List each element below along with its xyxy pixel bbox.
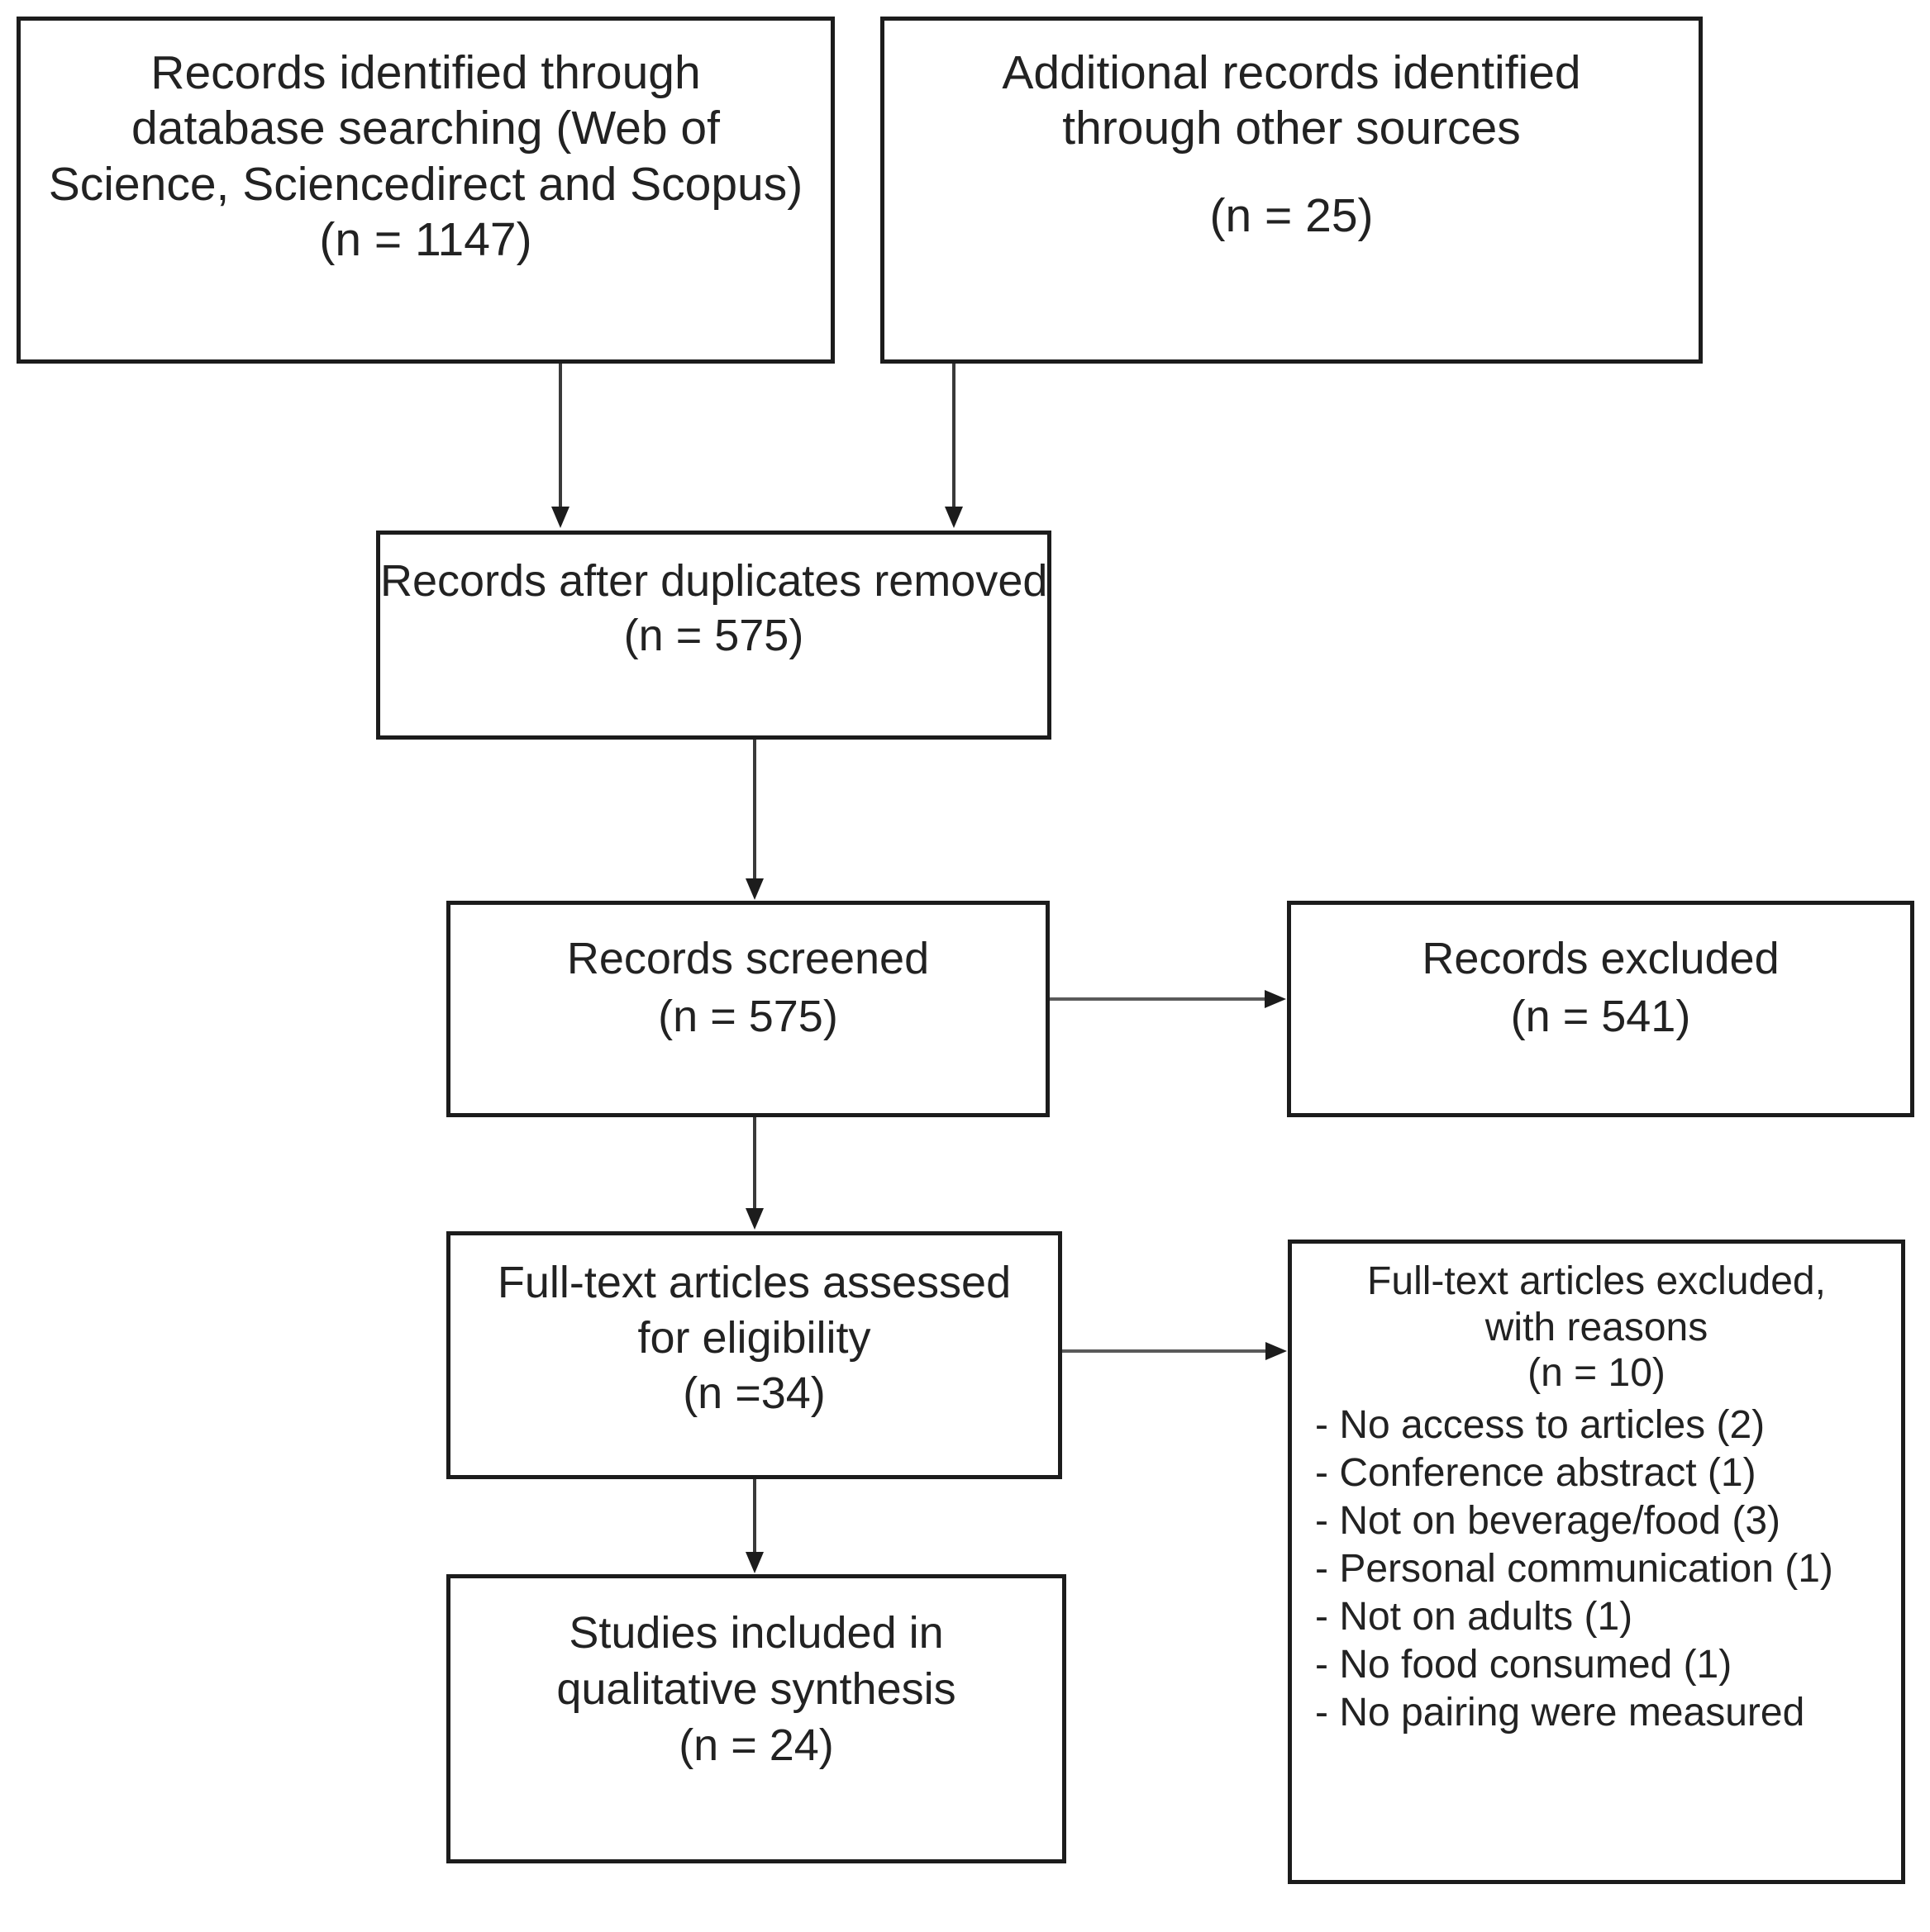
node-additional-records-line2: through other sources [1062, 102, 1521, 155]
arrowhead-fulltext-to-included [746, 1552, 764, 1573]
node-studies-included-count: (n = 24) [679, 1720, 834, 1771]
arrowhead-additional-to-duplicates [945, 507, 963, 528]
node-records-excluded: Records excluded (n = 541) [1287, 901, 1914, 1117]
connector-fulltext-to-reasons [1062, 1349, 1267, 1353]
node-additional-records-line1: Additional records identified [1002, 46, 1581, 99]
node-records-identified-count: (n = 1147) [319, 212, 532, 266]
node-records-identified-line3: Science, Sciencedirect and Scopus) [48, 157, 803, 211]
node-fulltext-excluded-line2: with reasons [1484, 1305, 1708, 1349]
node-additional-records: Additional records identified through ot… [880, 17, 1703, 364]
node-fulltext-assessed-count: (n =34) [683, 1368, 826, 1418]
node-records-identified-line2: database searching (Web of [131, 102, 720, 155]
node-fulltext-excluded-reasons: Full-text articles excluded, with reason… [1288, 1240, 1905, 1884]
arrowhead-screened-to-fulltext [746, 1208, 764, 1230]
exclusion-reason-item: - Not on beverage/food (3) [1315, 1499, 1780, 1544]
node-records-identified-line1: Records identified through [150, 46, 701, 99]
exclusion-reason-item: - Not on adults (1) [1315, 1595, 1633, 1639]
node-records-after-duplicates: Records after duplicates removed (n = 57… [376, 531, 1051, 740]
exclusion-reason-list: - No access to articles (2) - Conference… [1292, 1401, 1901, 1738]
exclusion-reason-item: - No access to articles (2) [1315, 1403, 1766, 1448]
connector-additional-to-duplicates [952, 364, 955, 508]
node-studies-included-line2: qualitative synthesis [556, 1664, 956, 1715]
node-fulltext-excluded-count: (n = 10) [1527, 1351, 1666, 1396]
node-additional-records-count: (n = 25) [1209, 188, 1374, 242]
arrowhead-identified-to-duplicates [551, 507, 569, 528]
connector-screened-to-fulltext [753, 1117, 756, 1210]
node-records-excluded-count: (n = 541) [1510, 992, 1691, 1042]
node-studies-included: Studies included in qualitative synthesi… [446, 1574, 1066, 1863]
node-records-screened-line1: Records screened [566, 934, 930, 983]
node-fulltext-assessed-line1: Full-text articles assessed [497, 1258, 1012, 1307]
node-fulltext-excluded-line1: Full-text articles excluded, [1367, 1259, 1826, 1303]
connector-duplicates-to-screened [753, 740, 756, 880]
arrowhead-screened-to-excluded [1265, 990, 1286, 1008]
connector-fulltext-to-included [753, 1479, 756, 1554]
arrowhead-fulltext-to-reasons [1265, 1342, 1287, 1360]
node-records-excluded-line1: Records excluded [1422, 934, 1780, 983]
node-records-screened: Records screened (n = 575) [446, 901, 1050, 1117]
node-records-after-duplicates-line1: Records after duplicates removed [380, 556, 1048, 606]
node-studies-included-line1: Studies included in [569, 1608, 944, 1658]
exclusion-reason-item: - No food consumed (1) [1315, 1643, 1732, 1687]
node-records-screened-count: (n = 575) [658, 992, 838, 1042]
connector-screened-to-excluded [1050, 997, 1266, 1001]
connector-identified-to-duplicates [559, 364, 562, 508]
exclusion-reason-item: - Conference abstract (1) [1315, 1451, 1756, 1496]
exclusion-reason-item: - No pairing were measured [1315, 1691, 1805, 1735]
node-fulltext-assessed-line2: for eligibility [637, 1312, 871, 1363]
node-fulltext-assessed: Full-text articles assessed for eligibil… [446, 1231, 1062, 1479]
node-records-identified: Records identified through database sear… [17, 17, 835, 364]
arrowhead-duplicates-to-screened [746, 878, 764, 900]
node-records-after-duplicates-count: (n = 575) [623, 610, 804, 660]
exclusion-reason-item: - Personal communication (1) [1315, 1547, 1833, 1592]
